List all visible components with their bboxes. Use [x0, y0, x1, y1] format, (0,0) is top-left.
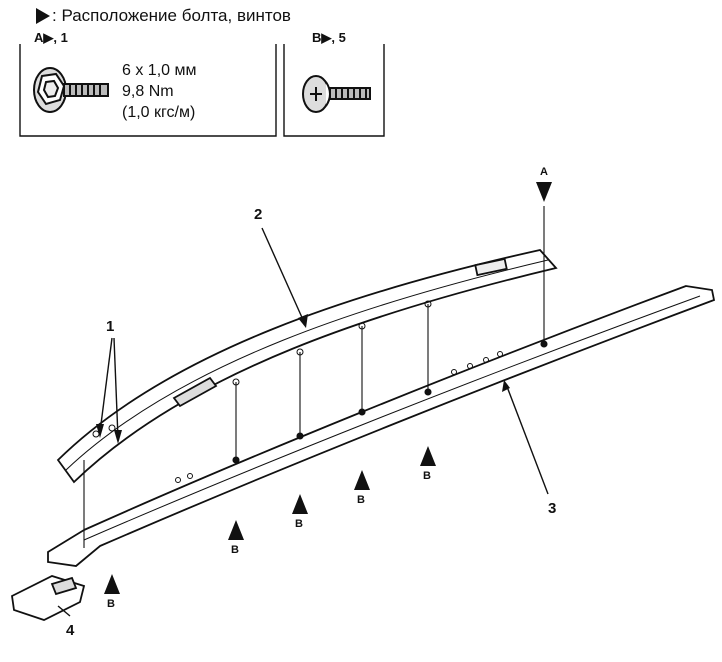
marker-b5-label: B [107, 598, 115, 610]
marker-b5-triangle [104, 574, 120, 594]
fastener-a-label: A▶, 1 [34, 30, 68, 45]
marker-b1-label: B [231, 544, 239, 556]
callout-1: 1 [106, 318, 115, 335]
marker-b1-triangle [228, 520, 244, 540]
spec-torque-kgf: (1,0 кгс/м) [122, 104, 196, 121]
marker-triangles [104, 182, 552, 594]
marker-b4-triangle [420, 446, 436, 466]
marker-b3-triangle [354, 470, 370, 490]
callout-arrowheads [96, 314, 510, 444]
legend-frames [19, 44, 385, 137]
fastener-b-label: B▶, 5 [312, 30, 346, 45]
marker-b4-label: B [423, 470, 431, 482]
flange-bolt-icon [33, 67, 109, 113]
callout-4: 4 [66, 622, 75, 639]
spec-size: 6 x 1,0 мм [122, 62, 197, 79]
marker-a-label: A [540, 166, 548, 178]
legend-title: : Расположение болта, винтов [36, 6, 291, 26]
end-clip-part-4 [11, 575, 86, 621]
pan-head-screw-icon [302, 75, 371, 113]
arrow-marker-icon [36, 8, 50, 24]
marker-b3-label: B [357, 494, 365, 506]
marker-a-triangle [536, 182, 552, 202]
fastener-a-spec: 6 x 1,0 мм 9,8 Nm (1,0 кгс/м) [122, 60, 196, 123]
callout-leaders [57, 227, 549, 617]
marker-b2-label: B [295, 518, 303, 530]
spec-torque-nm: 9,8 Nm [122, 83, 174, 100]
alignment-lines [83, 206, 548, 548]
marker-b2-triangle [292, 494, 308, 514]
callout-2: 2 [254, 206, 263, 223]
legend-title-text: : Расположение болта, винтов [52, 6, 291, 25]
callout-3: 3 [548, 500, 557, 517]
roof-rail-part-3 [47, 285, 716, 567]
